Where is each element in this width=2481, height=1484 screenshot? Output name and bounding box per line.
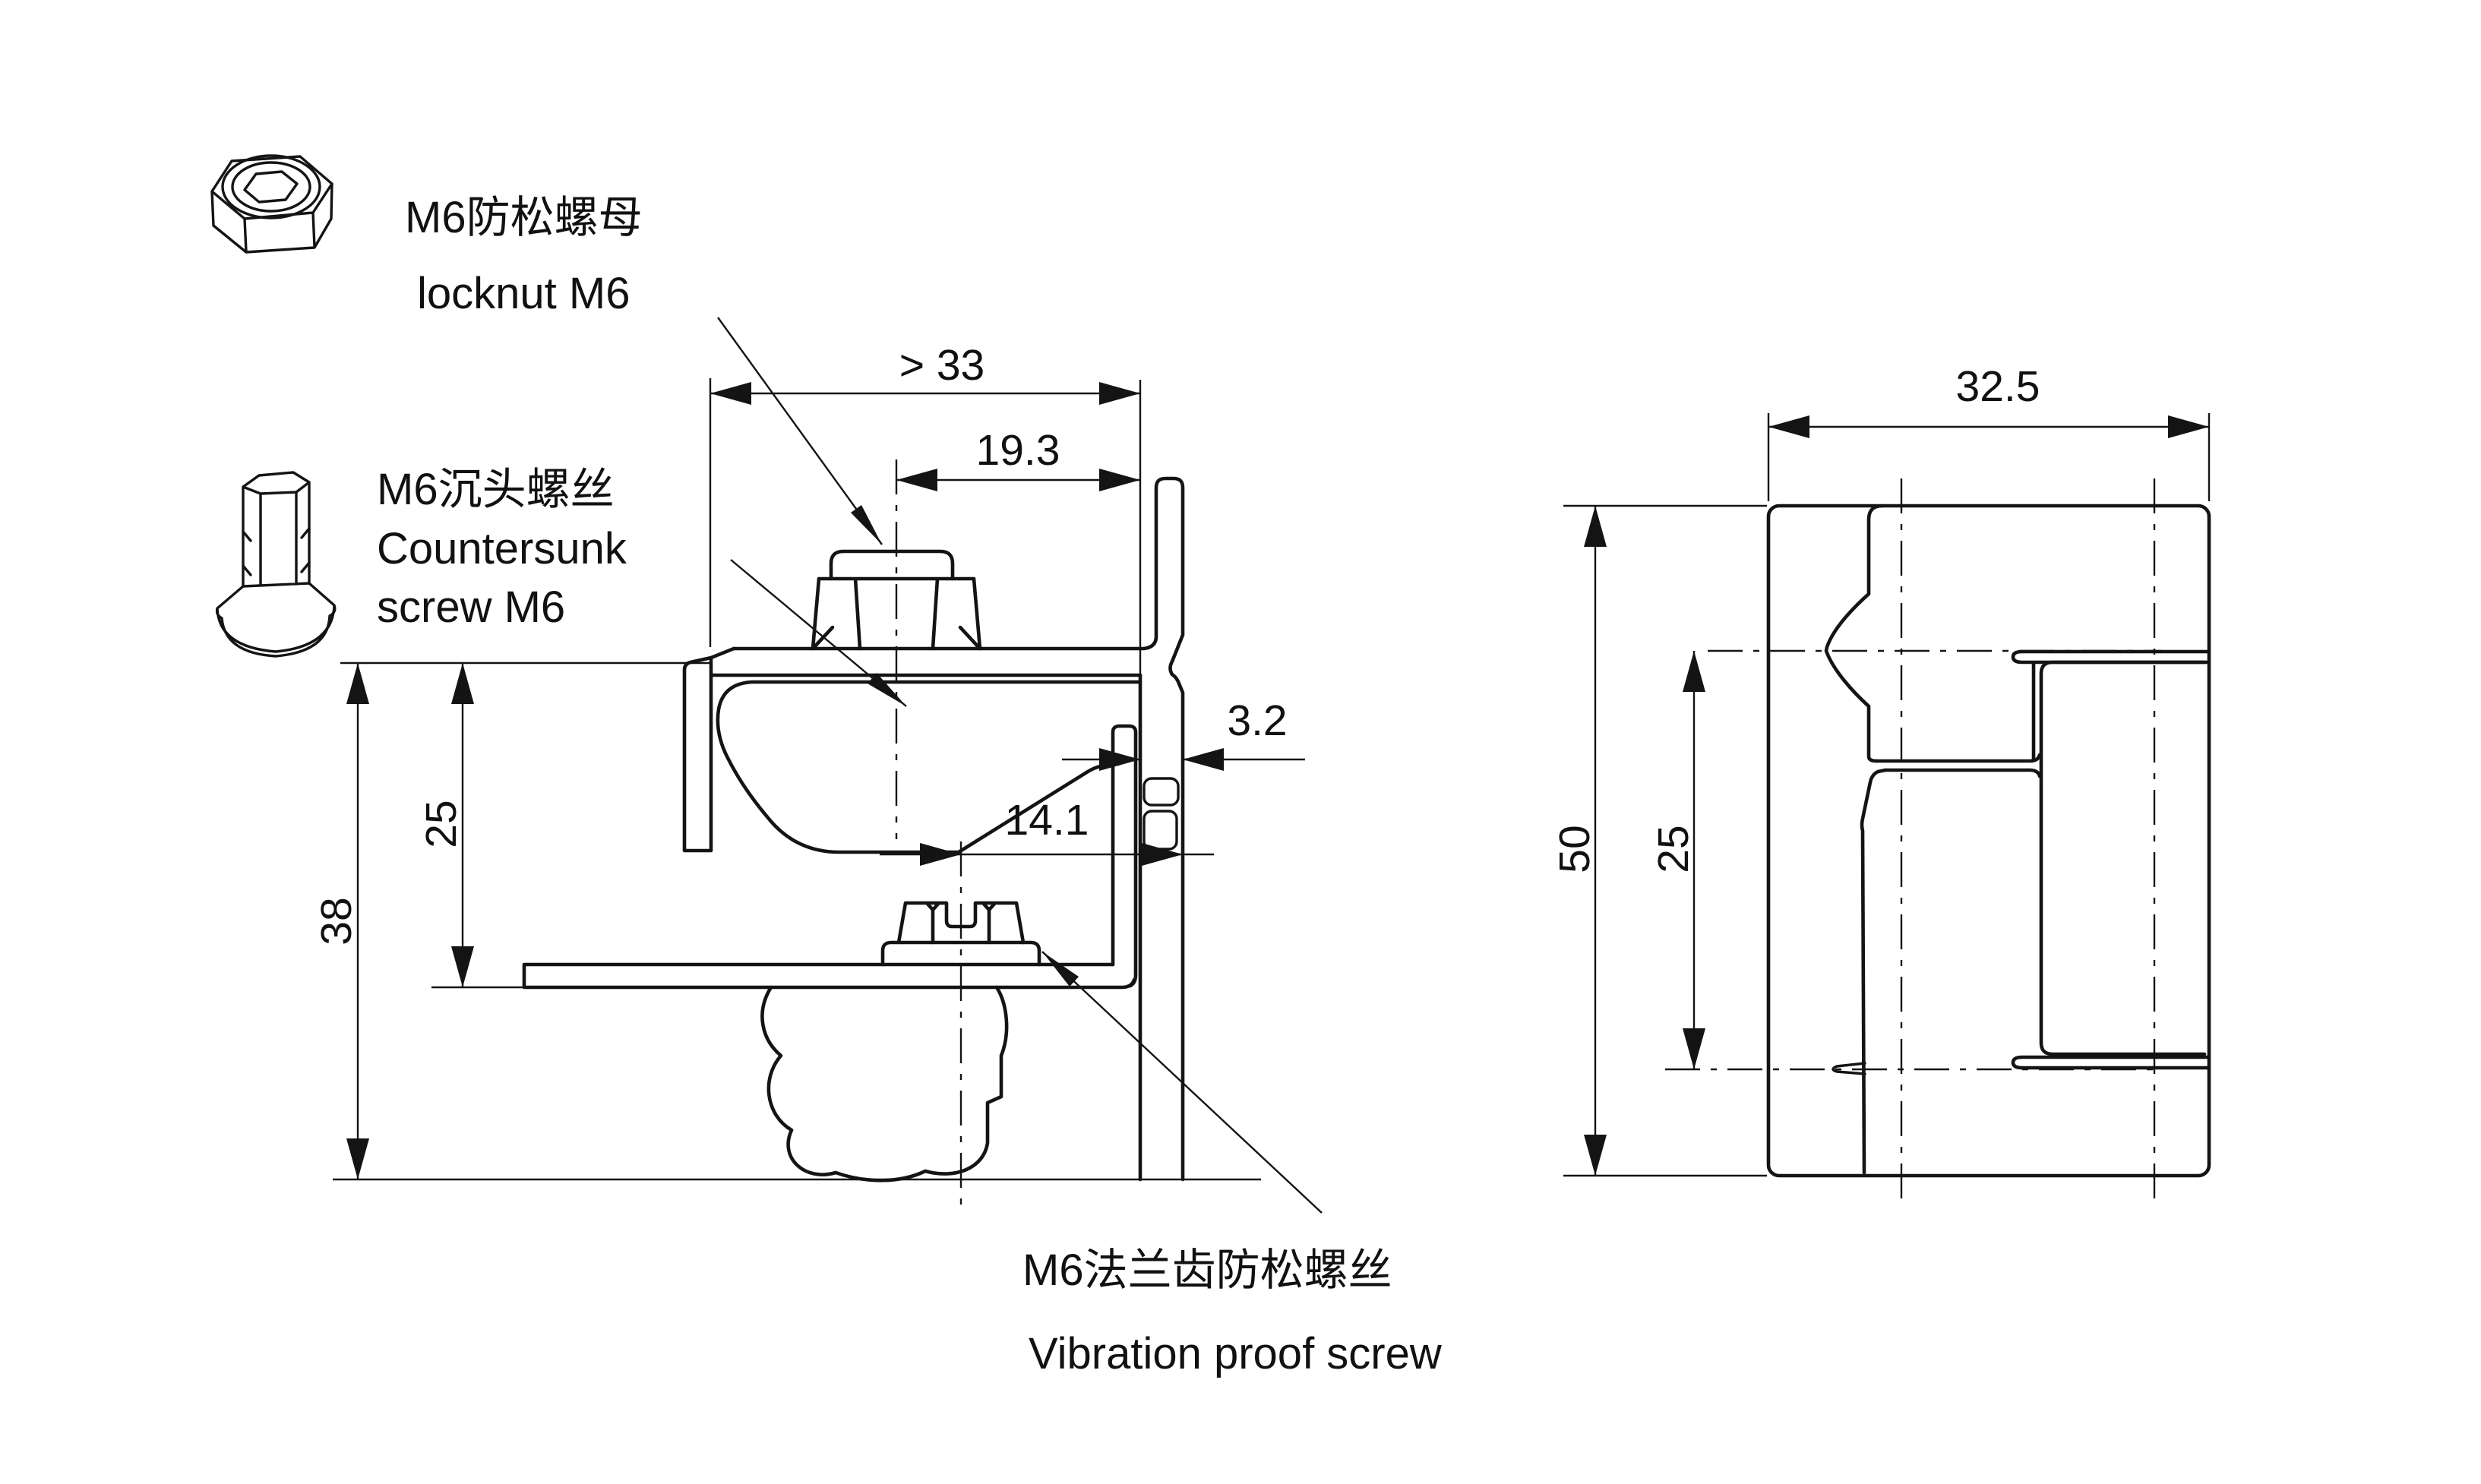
locknut-icon-ring-inner xyxy=(231,161,311,213)
side-bracket-edge xyxy=(1824,504,1888,1175)
locknut-leader xyxy=(717,317,883,545)
dim-nut-offset: 19.3 xyxy=(896,426,1140,491)
locknut-icon-ring-outer xyxy=(221,154,321,219)
dim-side-width: 32.5 xyxy=(1768,362,2209,438)
locknut-hex xyxy=(811,576,982,651)
dim-width: > 33 xyxy=(710,341,1140,405)
dim-screw-offset-arrow-left xyxy=(920,843,961,866)
dim-side-height-text: 50 xyxy=(1550,825,1599,873)
countersunk-screw-icon xyxy=(215,471,337,658)
panel-outer-face xyxy=(1170,672,1185,1182)
panel-section xyxy=(1138,672,1185,1182)
dim-clamp-depth-front: 25 xyxy=(417,663,474,987)
side-rail-web xyxy=(2039,660,2207,1056)
countersunk-label-zh: M6沉头螺丝 xyxy=(377,465,615,514)
locknut-section xyxy=(811,549,982,651)
front-extension-lines xyxy=(333,378,1261,1181)
callouts: M6防松螺母 locknut M6 M6沉头螺丝 Countersunk scr… xyxy=(377,193,1443,1378)
upper-bracket-left-tab xyxy=(682,646,736,853)
dim-side-clamp-depth-arrow-bottom xyxy=(1683,1028,1705,1069)
dim-width-arrow-left xyxy=(710,382,751,405)
dim-height-front-text: 38 xyxy=(312,897,361,945)
dim-screw-offset-text: 14.1 xyxy=(1005,796,1089,845)
vibration-leader-arrow xyxy=(1042,952,1079,987)
side-body-outline xyxy=(1766,504,2211,1178)
dim-panel-thickness-arrow-right xyxy=(1183,748,1224,771)
dim-side-height: 50 xyxy=(1550,506,1607,1176)
dim-nut-offset-text: 19.3 xyxy=(976,426,1060,475)
lower-profile-blob xyxy=(760,985,1009,1182)
locknut-collar xyxy=(829,549,955,581)
countersunk-label-en1: Countersunk xyxy=(377,524,627,573)
dim-side-width-arrow-left xyxy=(1768,415,1809,438)
panel-void-upper xyxy=(1143,777,1180,807)
dim-screw-offset-arrow-right xyxy=(1142,843,1183,866)
dim-clamp-depth-front-text: 25 xyxy=(417,800,466,848)
dim-height-front: 38 xyxy=(312,663,369,1179)
dim-panel-thickness: 3.2 xyxy=(1062,696,1305,771)
panel-void-lower xyxy=(1143,810,1178,851)
side-screw-tip-lower xyxy=(1832,1062,1866,1075)
dim-width-text: > 33 xyxy=(899,341,985,390)
side-rail-bottom-flange xyxy=(2011,1055,2210,1070)
countersunk-icon-neck xyxy=(242,527,311,576)
locknut-icon xyxy=(210,154,333,254)
countersunk-leader-arrow xyxy=(868,673,906,706)
locknut-label-en: locknut M6 xyxy=(417,269,630,318)
countersunk-icon-head xyxy=(215,582,337,658)
dim-side-width-arrow-right xyxy=(2168,415,2209,438)
lower-bracket xyxy=(522,724,1138,990)
vibration-screw-flange xyxy=(880,940,1041,967)
front-view: > 33 19.3 3.2 14.1 25 xyxy=(312,341,1305,1206)
dim-nut-offset-arrow-left xyxy=(896,469,937,491)
locknut-label-zh: M6防松螺母 xyxy=(405,193,643,242)
side-rail-channel xyxy=(2011,649,2210,1070)
dim-width-arrow-right xyxy=(1099,382,1140,405)
dim-nut-offset-arrow-right xyxy=(1099,469,1140,491)
locknut-leader-arrow xyxy=(851,505,882,545)
dim-side-clamp-depth-arrow-top xyxy=(1683,651,1705,692)
clamp-jaw xyxy=(716,680,1143,854)
countersunk-label-en2: screw M6 xyxy=(377,583,565,632)
dim-side-height-arrow-bottom xyxy=(1584,1135,1607,1176)
vibration-label-en: Vibration proof screw xyxy=(1029,1329,1443,1378)
vibration-label-zh: M6法兰齿防松螺丝 xyxy=(1022,1246,1392,1295)
side-view: 32.5 50 25 xyxy=(1550,362,2211,1204)
dim-clamp-depth-front-arrow-top xyxy=(451,663,474,704)
dim-height-front-arrow-top xyxy=(346,663,369,704)
side-extension-lines xyxy=(1563,413,2211,1177)
dim-clamp-depth-front-arrow-bottom xyxy=(451,946,474,987)
dim-side-width-text: 32.5 xyxy=(1956,362,2040,411)
side-rail-top-flange xyxy=(2011,649,2210,665)
dim-height-front-arrow-bottom xyxy=(346,1138,369,1179)
dim-screw-offset: 14.1 xyxy=(880,796,1214,866)
dim-side-clamp-depth: 25 xyxy=(1649,651,1705,1069)
dim-panel-thickness-arrow-left xyxy=(1099,748,1140,771)
side-shelf xyxy=(1874,753,2042,778)
locknut-icon-hex-hole xyxy=(243,170,299,204)
dim-side-clamp-depth-text: 25 xyxy=(1649,825,1698,873)
countersunk-icon-shank xyxy=(242,471,311,588)
lower-bracket-base-plate xyxy=(522,962,1136,990)
dim-panel-thickness-text: 3.2 xyxy=(1227,696,1287,745)
upper-bracket-plate xyxy=(732,476,1185,677)
dim-side-height-arrow-top xyxy=(1584,506,1607,547)
locknut-icon-body xyxy=(210,155,333,254)
